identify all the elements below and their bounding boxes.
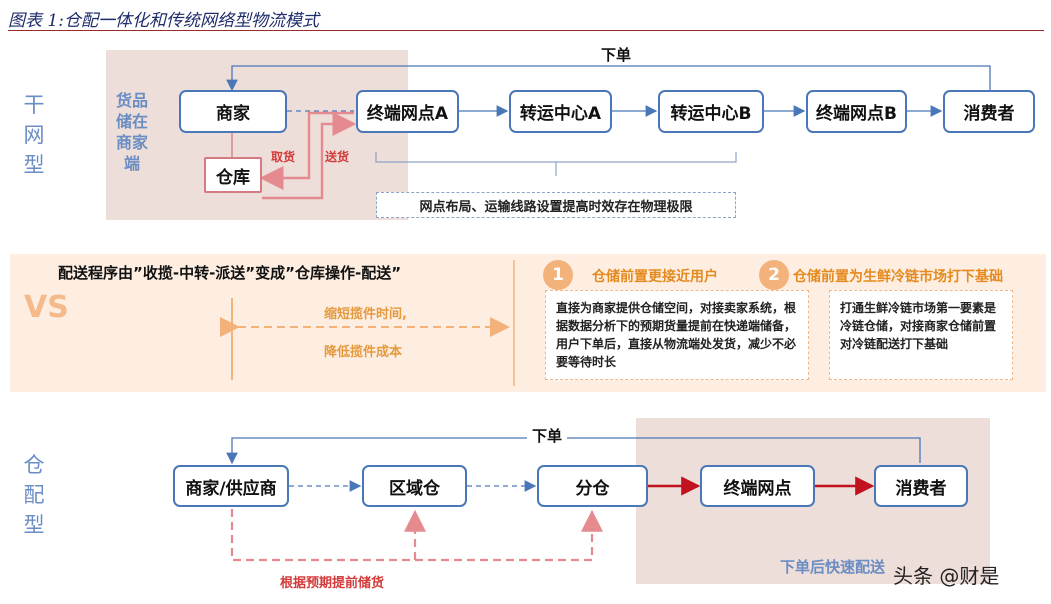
fast-delivery-label: 下单后快速配送 <box>780 558 886 576</box>
deliver-line <box>262 112 357 200</box>
point-1-number: 1 <box>543 260 573 290</box>
node-sub-warehouse: 分仓 <box>537 465 648 507</box>
top-side-char-1: 干 <box>23 93 45 117</box>
page-title: 图表 1:仓配一体化和传统网络型物流模式 <box>8 11 319 31</box>
top-stack-label: 货品 储在 商家 端 <box>115 91 148 173</box>
node-terminal-b: 终端网点B <box>806 90 907 133</box>
node-terminal-a: 终端网点A <box>356 90 459 133</box>
top-side-label: 干 网 型 <box>22 90 46 180</box>
point-2-heading: 仓储前置为生鲜冷链市场打下基础 <box>793 269 1003 285</box>
point-2-body: 打通生鲜冷链市场第一要素是冷链仓储，对接商家仓储前置对冷链配送打下基础 <box>829 290 1013 380</box>
deliver-label: 送货 <box>325 150 350 164</box>
middle-headline: 配送程序由”收揽-中转-派送”变成”仓库操作-配送” <box>58 264 402 282</box>
node-transfer-a: 转运中心A <box>509 90 612 133</box>
top-brace <box>375 152 737 176</box>
watermark: 头条 @财是 <box>893 564 1000 588</box>
bottom-order-label: 下单 <box>527 425 568 446</box>
node-transfer-b: 转运中心B <box>658 90 764 133</box>
node-terminal: 终端网点 <box>700 465 815 507</box>
top-side-char-3: 型 <box>23 153 45 177</box>
bottom-side-char-3: 型 <box>23 513 45 537</box>
node-warehouse: 仓库 <box>204 157 262 193</box>
top-side-char-2: 网 <box>23 123 45 147</box>
node-supplier: 商家/供应商 <box>173 465 289 507</box>
benefit-line-1: 缩短揽件时间, <box>324 307 407 322</box>
point-1-body: 直接为商家提供仓储空间，对接卖家系统，根据数据分析下的预期货量提前在快递端储备，… <box>545 290 809 380</box>
prestock-line-2 <box>415 509 603 562</box>
top-order-line <box>226 65 991 92</box>
prestock-line <box>230 509 426 562</box>
node-merchant: 商家 <box>179 90 287 133</box>
bottom-side-char-1: 仓 <box>23 453 45 477</box>
prestock-label: 根据预期提前储货 <box>280 576 385 591</box>
point-2-number: 2 <box>759 260 789 290</box>
node-consumer: 消费者 <box>943 90 1035 133</box>
benefit-line-2: 降低揽件成本 <box>324 345 403 360</box>
top-order-label: 下单 <box>596 44 637 65</box>
vs-label: VS <box>24 290 69 325</box>
point-1-heading: 仓储前置更接近用户 <box>592 269 718 285</box>
bottom-order-line <box>226 437 921 465</box>
pickup-line <box>259 111 354 190</box>
bottom-side-char-2: 配 <box>23 483 45 507</box>
title-divider <box>8 30 1044 31</box>
pickup-label: 取货 <box>271 150 296 164</box>
bottom-side-label: 仓 配 型 <box>22 450 46 540</box>
node-regional-warehouse: 区域仓 <box>362 465 467 507</box>
node-bottom-consumer: 消费者 <box>874 465 968 507</box>
top-note: 网点布局、运输线路设置提高时效存在物理极限 <box>376 192 736 218</box>
